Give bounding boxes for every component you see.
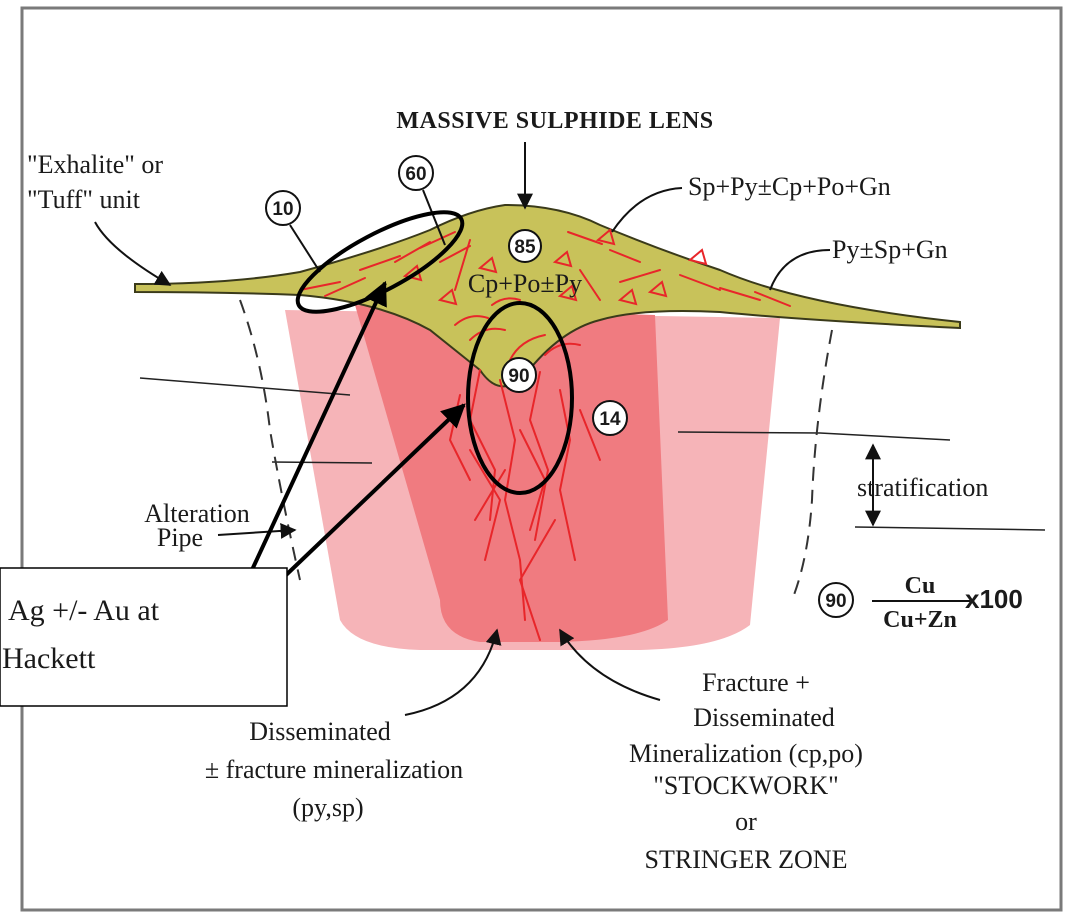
svg-text:x100: x100 bbox=[965, 584, 1023, 614]
ratio-marker-10: 10 bbox=[266, 191, 320, 272]
flank-mineral-leader bbox=[770, 250, 830, 290]
svg-text:Cu: Cu bbox=[905, 573, 936, 599]
stockwork-label-line6: STRINGER ZONE bbox=[645, 845, 848, 874]
stockwork-label-line5: or bbox=[735, 807, 757, 836]
callout-text-line2: Hackett bbox=[2, 642, 96, 675]
alteration-label-line2: Pipe bbox=[157, 523, 203, 552]
stockwork-label-line4: "STOCKWORK" bbox=[653, 771, 838, 800]
upper-mineral-label: Sp+Py±Cp+Po+Gn bbox=[688, 172, 891, 201]
flank-mineral-label: Py±Sp+Gn bbox=[832, 235, 948, 264]
svg-text:90: 90 bbox=[825, 591, 846, 612]
ratio-marker-85: 85 bbox=[509, 230, 541, 262]
stockwork-label-line1: Fracture + bbox=[702, 668, 810, 697]
stratification-label: stratification bbox=[857, 473, 988, 502]
svg-text:Cu+Zn: Cu+Zn bbox=[883, 607, 957, 633]
svg-text:85: 85 bbox=[514, 237, 536, 258]
disseminated-label-line2: ± fracture mineralization bbox=[205, 755, 463, 784]
ratio-marker-14: 14 bbox=[593, 401, 627, 435]
stockwork-label-line3: Mineralization (cp,po) bbox=[629, 739, 863, 768]
diagram-title: MASSIVE SULPHIDE LENS bbox=[396, 108, 713, 134]
callout-box bbox=[0, 568, 287, 706]
exhalite-label-line2: "Tuff" unit bbox=[27, 185, 141, 214]
exhalite-arrow bbox=[95, 222, 170, 285]
svg-text:90: 90 bbox=[508, 366, 529, 387]
ratio-legend: 90 Cu Cu+Zn x100 bbox=[819, 573, 1023, 633]
svg-text:10: 10 bbox=[272, 199, 293, 220]
ratio-marker-90: 90 bbox=[502, 358, 536, 392]
exhalite-label-line1: "Exhalite" or bbox=[27, 150, 163, 179]
disseminated-label-line1: Disseminated bbox=[249, 717, 391, 746]
disseminated-label-line3: (py,sp) bbox=[292, 793, 363, 822]
core-mineral-label: Cp+Po±Py bbox=[468, 269, 582, 298]
svg-text:60: 60 bbox=[405, 164, 426, 185]
callout-text-line1: Ag +/- Au at bbox=[8, 594, 160, 627]
svg-text:14: 14 bbox=[599, 409, 621, 430]
upper-mineral-leader bbox=[612, 188, 682, 232]
alteration-arrow bbox=[218, 530, 295, 535]
stockwork-label-line2: Disseminated bbox=[693, 703, 835, 732]
